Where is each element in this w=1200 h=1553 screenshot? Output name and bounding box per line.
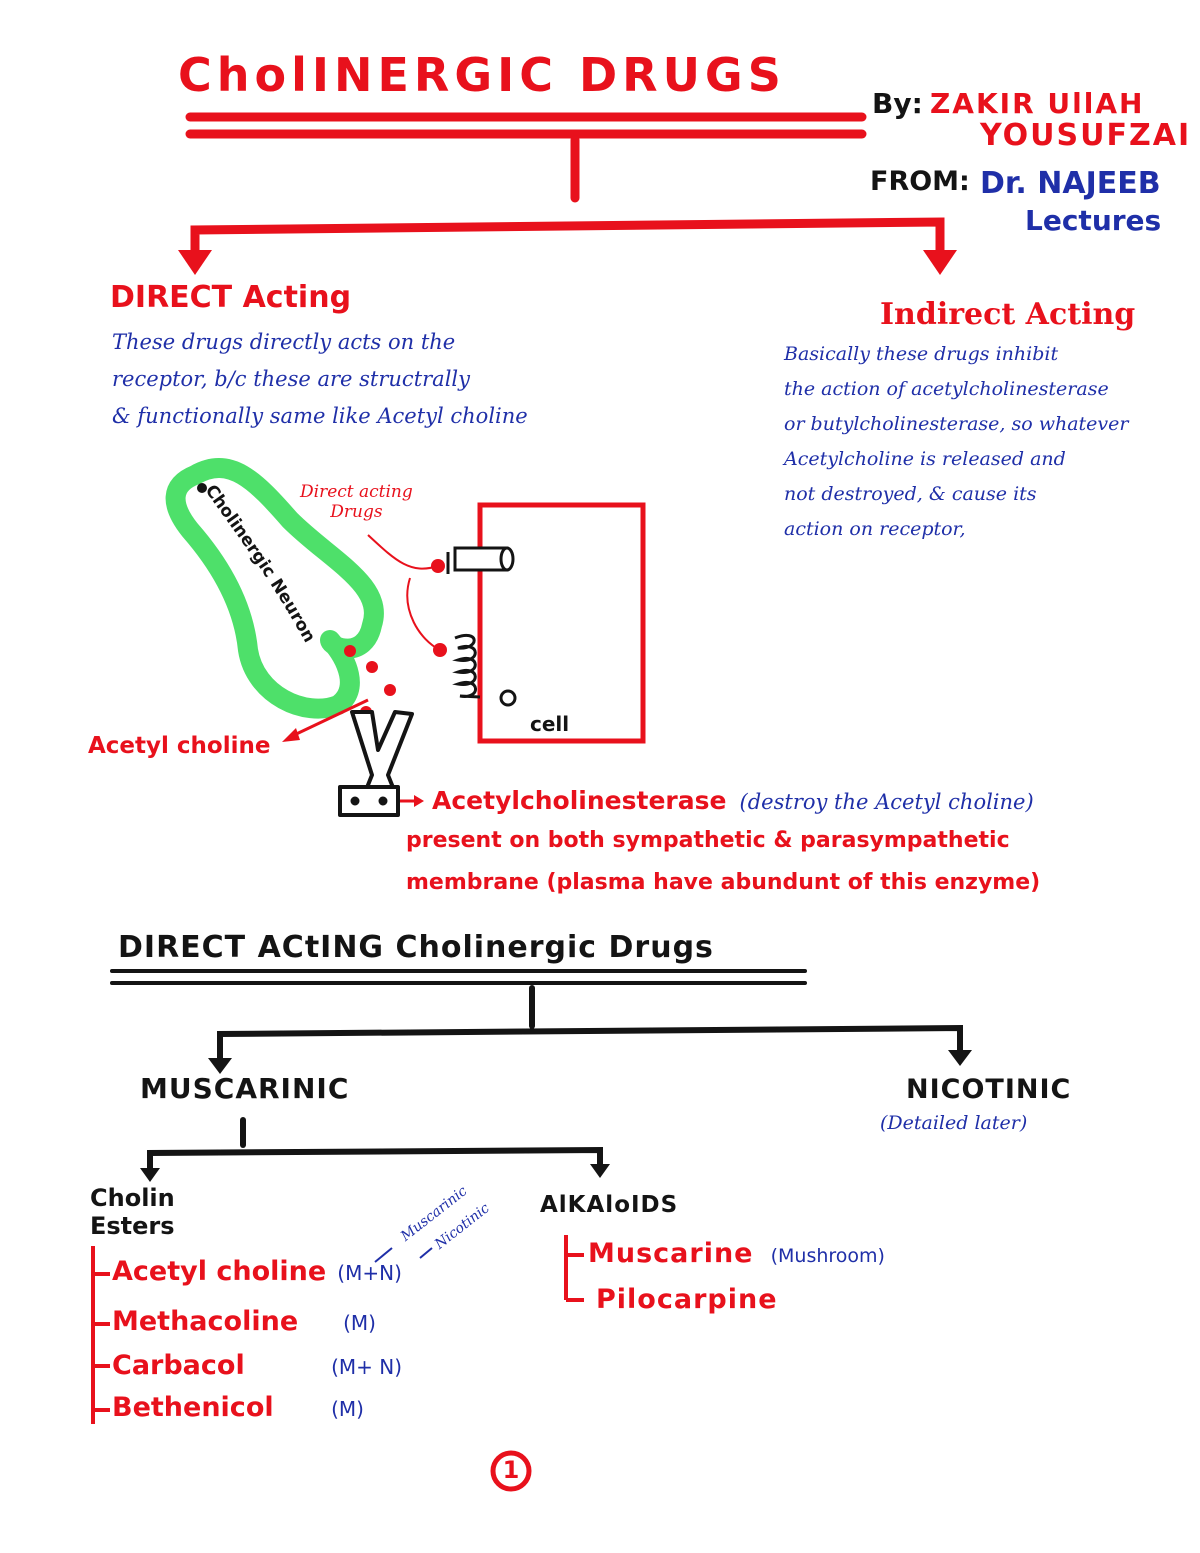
indirect-line-1: Basically these drugs inhibit <box>784 343 1059 365</box>
direct-acting-heading: DIRECT Acting <box>110 280 352 315</box>
alkaloid-item-2: Pilocarpine <box>596 1284 778 1315</box>
ester-item-3: Carbacol (M+ N) <box>112 1350 402 1381</box>
ache-label: Acetylcholinesterase <box>432 786 727 815</box>
cholin-esters-line-1: Cholin <box>90 1184 175 1212</box>
ester-name-4: Bethenicol <box>112 1392 274 1423</box>
ache-note: (destroy the Acetyl choline) <box>739 790 1034 814</box>
neuron-shape <box>165 458 384 719</box>
title-underline <box>185 112 867 139</box>
source-line-2: Lectures <box>1025 204 1162 237</box>
ester-tag-3: (M+ N) <box>331 1355 403 1379</box>
ester-name-1: Acetyl choline <box>112 1256 327 1287</box>
indirect-line-4: Acetylcholine is released and <box>784 448 1066 470</box>
acetylcholine-label: Acetyl choline <box>88 733 271 759</box>
cell-box <box>477 502 646 744</box>
ester-item-4: Bethenicol (M) <box>112 1392 364 1423</box>
top-tree-arrows <box>178 250 957 275</box>
nicotinic-heading: NICOTINIC <box>906 1074 1072 1105</box>
alkaloid-name-2: Pilocarpine <box>596 1284 778 1315</box>
enzyme-shape <box>338 710 414 817</box>
alkaloids-bracket <box>564 1235 584 1302</box>
receptor-coil <box>452 633 517 707</box>
ester-item-1: Acetyl choline (M+N) <box>112 1256 402 1287</box>
ache-line: Acetylcholinesterase (destroy the Acetyl… <box>432 786 1034 815</box>
by-label: By: <box>872 87 923 120</box>
indirect-line-3: or butylcholinesterase, so whatever <box>784 413 1129 435</box>
ache-desc-line-2: membrane (plasma have abundunt of this e… <box>406 870 1041 895</box>
enzyme-arrow <box>400 795 424 807</box>
direct-acting-text: These drugs directly acts on the recepto… <box>112 324 672 435</box>
section2-arrows <box>140 1050 972 1182</box>
ache-desc-line-1: present on both sympathetic & parasympat… <box>406 828 1010 853</box>
page-number: 1 <box>502 1456 520 1484</box>
section2-tree <box>147 985 963 1175</box>
drugs-label-line-2: Drugs <box>330 502 383 522</box>
indirect-acting-text: Basically these drugs inhibit the action… <box>784 337 1184 547</box>
esters-bracket <box>91 1246 110 1424</box>
direct-line-3: & functionally same like Acetyl choline <box>112 404 528 428</box>
alkaloid-name-1: Muscarine <box>588 1238 754 1269</box>
indirect-line-5: not destroyed, & cause its <box>784 483 1037 505</box>
indirect-line-6: action on receptor, <box>784 518 966 540</box>
ester-item-2: Methacoline (M) <box>112 1306 376 1337</box>
drugs-label: Direct acting Drugs <box>300 482 413 522</box>
section2-title: DIRECT ACtING Cholinergic Drugs <box>118 930 714 965</box>
cholin-esters-line-2: Esters <box>90 1212 175 1240</box>
alkaloids-heading: AlKAloIDS <box>540 1192 679 1218</box>
neuron-dot <box>197 483 207 493</box>
author-line-1: ZAKIR UllAH <box>930 87 1145 120</box>
top-tree <box>190 135 945 260</box>
cell-label: cell <box>530 712 570 736</box>
drugs-label-line-1: Direct acting <box>300 482 413 502</box>
from-label: FROM: <box>870 166 970 197</box>
ester-name-2: Methacoline <box>112 1306 299 1337</box>
author-line-2: YOUSUFZAI <box>980 118 1192 153</box>
source-line-1: Dr. NAJEEB <box>980 166 1161 201</box>
receptor-cylinder <box>446 546 515 574</box>
alkaloid-item-1: Muscarine (Mushroom) <box>588 1238 885 1269</box>
ach-arrow <box>282 698 369 742</box>
alkaloid-tag-1: (Mushroom) <box>770 1245 885 1267</box>
mn-annotation-arrows <box>374 1247 433 1263</box>
ester-name-3: Carbacol <box>112 1350 245 1381</box>
indirect-acting-heading: Indirect Acting <box>880 297 1136 332</box>
page-number-circle <box>490 1450 532 1492</box>
cholin-esters-heading: Cholin Esters <box>90 1184 175 1240</box>
page-title: CholINERGIC DRUGS <box>178 48 786 102</box>
muscarinic-heading: MUSCARINIC <box>140 1072 350 1105</box>
direct-line-1: These drugs directly acts on the <box>112 330 456 354</box>
indirect-line-2: the action of acetylcholinesterase <box>784 378 1109 400</box>
direct-line-2: receptor, b/c these are structrally <box>112 367 470 391</box>
drugs-pointer <box>367 534 441 651</box>
nicotinic-note: (Detailed later) <box>880 1112 1028 1134</box>
ester-tag-1: (M+N) <box>337 1261 402 1285</box>
ester-tag-2: (M) <box>343 1311 376 1335</box>
ester-tag-4: (M) <box>331 1397 364 1421</box>
section2-underline <box>110 969 807 985</box>
